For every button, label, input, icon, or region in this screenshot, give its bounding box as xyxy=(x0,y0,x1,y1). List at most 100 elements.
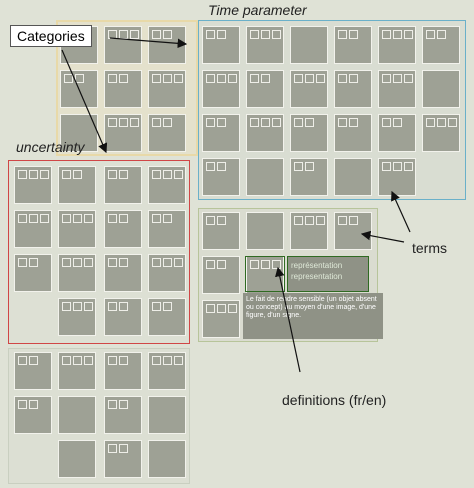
sub-category-square xyxy=(338,74,347,83)
category-cell[interactable] xyxy=(14,210,52,248)
sub-category-square xyxy=(382,162,391,171)
category-cell[interactable] xyxy=(334,158,372,196)
sub-category-square xyxy=(29,400,38,409)
category-cell[interactable] xyxy=(246,158,284,196)
sub-category-square xyxy=(73,170,82,179)
category-cell[interactable] xyxy=(202,70,240,108)
category-cell[interactable] xyxy=(246,212,284,250)
sub-category-square xyxy=(40,170,49,179)
category-cell[interactable] xyxy=(202,114,240,152)
category-cell[interactable] xyxy=(104,254,142,292)
category-cell[interactable] xyxy=(14,254,52,292)
category-cell[interactable] xyxy=(202,158,240,196)
category-cell[interactable] xyxy=(58,352,96,390)
category-cell[interactable] xyxy=(104,166,142,204)
sub-category-square xyxy=(152,258,161,267)
category-cell[interactable] xyxy=(290,70,328,108)
sub-category-square xyxy=(108,214,117,223)
category-cell[interactable] xyxy=(58,298,96,336)
sub-category-square xyxy=(108,258,117,267)
category-cell[interactable] xyxy=(104,352,142,390)
category-cell[interactable] xyxy=(202,300,240,338)
sub-category-square xyxy=(393,118,402,127)
category-cell[interactable] xyxy=(58,254,96,292)
sub-category-square xyxy=(272,118,281,127)
sub-category-square xyxy=(217,118,226,127)
sub-category-square xyxy=(206,118,215,127)
category-cell[interactable] xyxy=(148,114,186,152)
sub-category-square xyxy=(426,30,435,39)
terms-label: terms xyxy=(412,240,447,256)
representation-fr: représentation xyxy=(291,261,343,270)
category-cell[interactable] xyxy=(58,440,96,478)
category-cell[interactable] xyxy=(104,26,142,64)
category-cell[interactable] xyxy=(104,210,142,248)
category-cell[interactable] xyxy=(202,26,240,64)
representation-term[interactable]: représentation representation xyxy=(287,256,369,292)
sub-category-square xyxy=(29,170,38,179)
category-cell[interactable] xyxy=(422,114,460,152)
category-cell[interactable] xyxy=(14,396,52,434)
sub-category-square xyxy=(64,74,73,83)
category-cell[interactable] xyxy=(58,210,96,248)
category-cell[interactable] xyxy=(378,114,416,152)
category-cell[interactable] xyxy=(148,254,186,292)
category-cell[interactable] xyxy=(202,212,240,250)
category-cell[interactable] xyxy=(148,210,186,248)
category-cell[interactable] xyxy=(104,298,142,336)
category-cell[interactable] xyxy=(290,114,328,152)
sub-category-square xyxy=(426,118,435,127)
category-cell[interactable] xyxy=(378,26,416,64)
category-cell[interactable] xyxy=(14,166,52,204)
category-cell[interactable] xyxy=(58,396,96,434)
category-cell[interactable] xyxy=(60,114,98,152)
category-cell[interactable] xyxy=(378,70,416,108)
category-cell[interactable] xyxy=(148,166,186,204)
term-highlight[interactable] xyxy=(245,256,285,292)
category-cell[interactable] xyxy=(378,158,416,196)
category-cell[interactable] xyxy=(422,26,460,64)
sub-category-square xyxy=(108,356,117,365)
sub-category-square xyxy=(393,74,402,83)
sub-category-square xyxy=(294,118,303,127)
sub-category-square xyxy=(62,170,71,179)
category-cell[interactable] xyxy=(148,440,186,478)
category-cell[interactable] xyxy=(202,256,240,294)
sub-category-square xyxy=(73,258,82,267)
category-cell[interactable] xyxy=(104,70,142,108)
category-cell[interactable] xyxy=(104,440,142,478)
category-cell[interactable] xyxy=(334,114,372,152)
sub-category-square xyxy=(40,214,49,223)
representation-en: representation xyxy=(291,272,343,281)
category-cell[interactable] xyxy=(104,396,142,434)
category-cell[interactable] xyxy=(148,352,186,390)
sub-category-square xyxy=(119,214,128,223)
category-cell[interactable] xyxy=(290,212,328,250)
category-cell[interactable] xyxy=(334,70,372,108)
category-cell[interactable] xyxy=(148,70,186,108)
arrow-terms-1 xyxy=(360,230,405,243)
sub-category-square xyxy=(349,216,358,225)
sub-category-square xyxy=(294,74,303,83)
sub-category-square xyxy=(349,118,358,127)
category-cell[interactable] xyxy=(290,158,328,196)
sub-category-square xyxy=(62,214,71,223)
sub-category-square xyxy=(437,30,446,39)
category-cell[interactable] xyxy=(246,70,284,108)
category-cell[interactable] xyxy=(334,26,372,64)
category-cell[interactable] xyxy=(14,352,52,390)
sub-category-square xyxy=(108,400,117,409)
category-cell[interactable] xyxy=(58,166,96,204)
category-cell[interactable] xyxy=(422,70,460,108)
category-cell[interactable] xyxy=(148,298,186,336)
sub-category-square xyxy=(119,74,128,83)
category-cell[interactable] xyxy=(148,396,186,434)
category-cell[interactable] xyxy=(104,114,142,152)
category-cell[interactable] xyxy=(290,26,328,64)
sub-category-square xyxy=(152,74,161,83)
category-cell[interactable] xyxy=(246,26,284,64)
sub-category-square xyxy=(250,260,259,269)
sub-category-square xyxy=(152,214,161,223)
category-cell[interactable] xyxy=(246,114,284,152)
